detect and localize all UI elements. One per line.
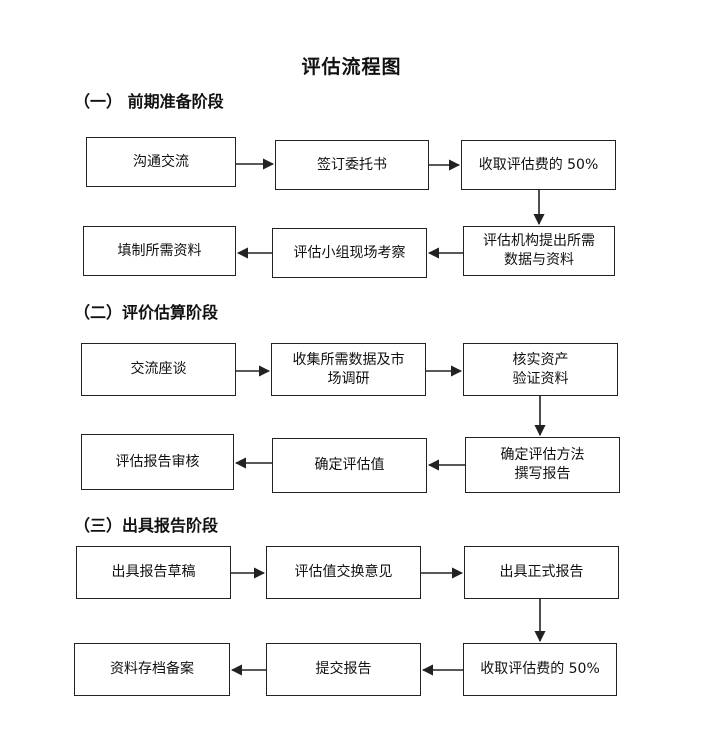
step-sign-contract: 签订委托书 (275, 140, 429, 190)
step-verify-assets: 核实资产 验证资料 (463, 343, 618, 396)
step-market-research: 收集所需数据及市 场调研 (271, 343, 426, 396)
step-draft-report: 出具报告草稿 (76, 546, 231, 599)
step-determine-value: 确定评估值 (272, 438, 427, 493)
step-request-data: 评估机构提出所需 数据与资料 (463, 226, 615, 276)
stage-heading-1: （一） 前期准备阶段 (74, 92, 224, 111)
stage-heading-3: （三）出具报告阶段 (74, 516, 219, 535)
step-review-report: 评估报告审核 (81, 434, 234, 490)
step-fill-materials: 填制所需资料 (83, 226, 236, 276)
step-method-report: 确定评估方法 撰写报告 (465, 437, 620, 493)
step-discussion: 交流座谈 (81, 343, 236, 396)
step-collect-fee-first: 收取评估费的 50% (461, 140, 616, 190)
stage-heading-2: （二）评价估算阶段 (74, 303, 219, 322)
step-archive: 资料存档备案 (74, 643, 230, 696)
step-collect-fee-second: 收取评估费的 50% (463, 643, 617, 696)
step-site-inspection: 评估小组现场考察 (272, 228, 427, 278)
diagram-title: 评估流程图 (301, 56, 402, 78)
step-communicate: 沟通交流 (86, 137, 236, 187)
step-final-report: 出具正式报告 (464, 546, 619, 599)
step-submit-report: 提交报告 (266, 643, 421, 696)
step-exchange-opinions: 评估值交换意见 (266, 546, 421, 599)
